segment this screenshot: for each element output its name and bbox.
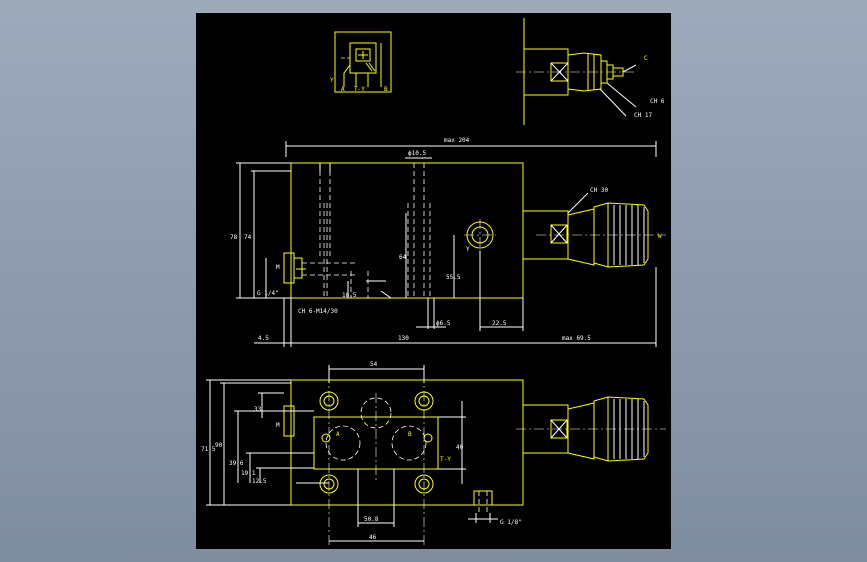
dim-40: 40 [456,444,464,451]
dim-74: 74 [244,234,252,241]
dim-33: 33 [254,406,262,413]
dim-71-5: 71.5 [201,446,216,453]
label-t-y-bottom: T-Y [440,456,451,463]
dim-max-204: max 204 [444,137,470,144]
dim-46: 46 [369,534,377,541]
label-ch6-top: CH 6 [650,98,665,105]
bottom-view: 54 M A B T-Y 71.5 90 3 [201,361,666,548]
dim-39-6: 39.6 [229,460,244,467]
dim-g1-8: G 1/8" [500,519,522,526]
dim-130: 130 [398,335,409,342]
dim-64: 64 [399,254,407,261]
dim-78: 78 [230,234,238,241]
dim-16-5: 16.5 [342,292,357,299]
symbol-label-y: Y [330,77,334,84]
label-a-bottom: A [336,431,340,438]
dim-50-8: 50.8 [364,516,379,523]
dim-g1-4: G 1/4" [257,290,279,297]
symbol-label-b: B [384,86,388,93]
drawing-canvas: Y A T-Y B C CH 6 CH 17 max 204 [196,13,671,549]
label-ch30: CH 30 [590,187,608,194]
label-w: W [658,233,662,240]
dim-4-5: 4.5 [258,335,269,342]
dim-phi-10-5: ϕ10.5 [408,150,426,157]
dim-22-5: 22.5 [492,320,507,327]
label-m-bottom: M [276,422,280,429]
dim-19-1: 19.1 [241,470,256,477]
dim-54: 54 [370,361,378,368]
label-y: Y [466,246,470,253]
label-c: C [644,55,648,62]
label-ch17: CH 17 [634,112,652,119]
label-m-front: M [276,264,280,271]
front-view: max 204 ϕ10.5 Y W C [230,137,666,347]
valve-drawing: Y A T-Y B C CH 6 CH 17 max 204 [201,18,666,548]
dim-90: 90 [215,442,223,449]
dim-max-69-5: max 69.5 [562,335,591,342]
label-ch6-m14: CH 6-M14/30 [298,308,338,315]
dim-55-5: 55.5 [446,274,461,281]
top-side-view: C CH 6 CH 17 [516,18,665,125]
symbol-label-a: A [341,86,345,93]
dim-phi-6-5: ϕ6.5 [436,320,451,327]
label-b-bottom: B [408,431,412,438]
symbol-label-t-y: T-Y [354,86,365,93]
hydraulic-symbol: Y A T-Y B [330,31,392,93]
dim-12-5: 12.5 [252,478,267,485]
